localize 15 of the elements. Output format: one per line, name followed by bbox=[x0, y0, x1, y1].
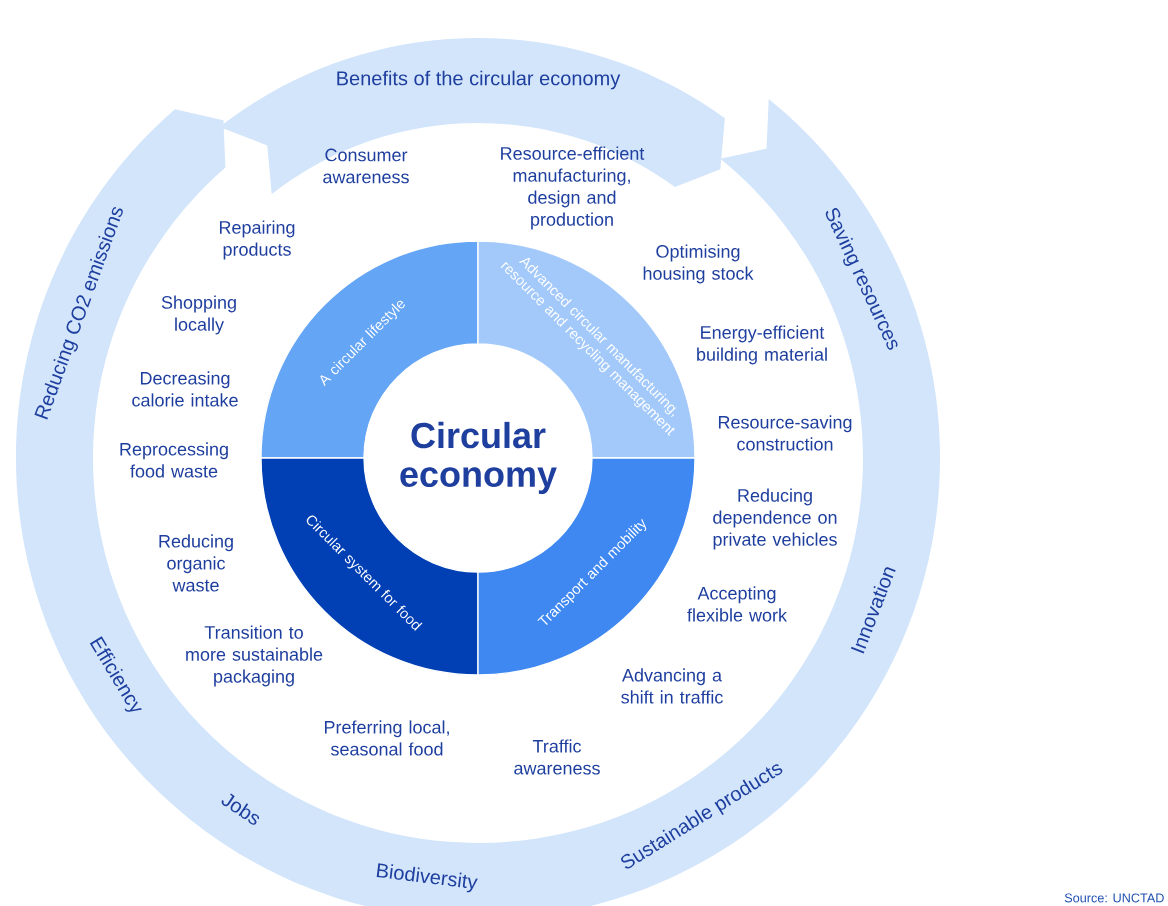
item-label: Energy-efficient building material bbox=[697, 325, 827, 365]
item-label: Reducing organic waste bbox=[159, 534, 233, 592]
item-label: Reducing dependence on private vehicles bbox=[713, 488, 837, 550]
item-label: Decreasing calorie intake bbox=[132, 371, 238, 407]
item-label: Resource-efficient manufacturing, design and production bbox=[501, 146, 645, 230]
item-label: Reprocessing food waste bbox=[120, 442, 228, 478]
item-label: Resource-saving construction bbox=[718, 415, 852, 451]
ring-label: Biodiversity bbox=[376, 863, 478, 893]
item-label: Consumer awareness bbox=[323, 148, 409, 184]
source-note: Source: UNCTAD bbox=[1064, 893, 1164, 903]
ring-label: Jobs bbox=[221, 793, 260, 825]
item-label: Shopping locally bbox=[161, 295, 236, 335]
band-label: Benefits of the circular economy bbox=[337, 70, 621, 90]
item-label: Traffic awareness bbox=[514, 739, 600, 775]
item-label: Preferring local, seasonal food bbox=[324, 720, 449, 756]
